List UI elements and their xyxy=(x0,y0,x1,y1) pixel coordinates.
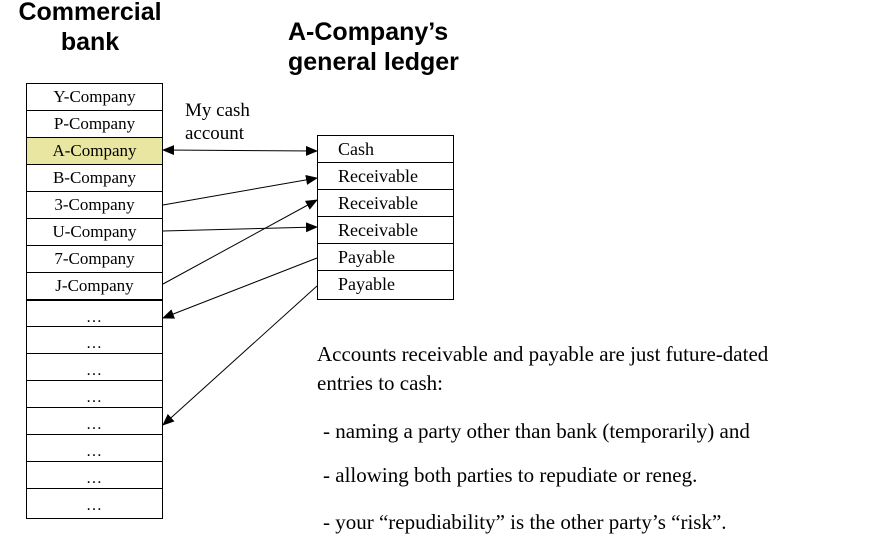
explanation-bullet: - allowing both parties to repudiate or … xyxy=(323,463,698,487)
bank-title: Commercial bank xyxy=(18,0,162,56)
bank-accounts-table: Y-Company P-Company A-Company B-Company … xyxy=(26,83,163,519)
explanation-bullet: - naming a party other than bank (tempor… xyxy=(323,419,750,443)
ledger-table: Cash Receivable Receivable Receivable Pa… xyxy=(317,135,454,300)
explanation-bullet: - your “repudiability” is the other part… xyxy=(323,510,727,534)
ledger-title: A-Company’s general ledger xyxy=(288,18,459,76)
arrow-u-company-to-receivable xyxy=(162,222,318,233)
arrow-payable-to-bank-row xyxy=(162,257,318,319)
my-cash-account-label: My cash account xyxy=(185,100,250,144)
arrow-3-company-to-receivable xyxy=(162,174,318,206)
arrow-j-company-to-receivable xyxy=(162,199,318,285)
bank-row-ellipsis: … xyxy=(26,488,163,519)
ledger-row-payable: Payable xyxy=(317,270,454,300)
explanation-lead: Accounts receivable and payable are just… xyxy=(317,342,769,395)
arrow-payable-to-bank-row xyxy=(162,285,318,426)
cash-link-arrow xyxy=(162,145,318,156)
